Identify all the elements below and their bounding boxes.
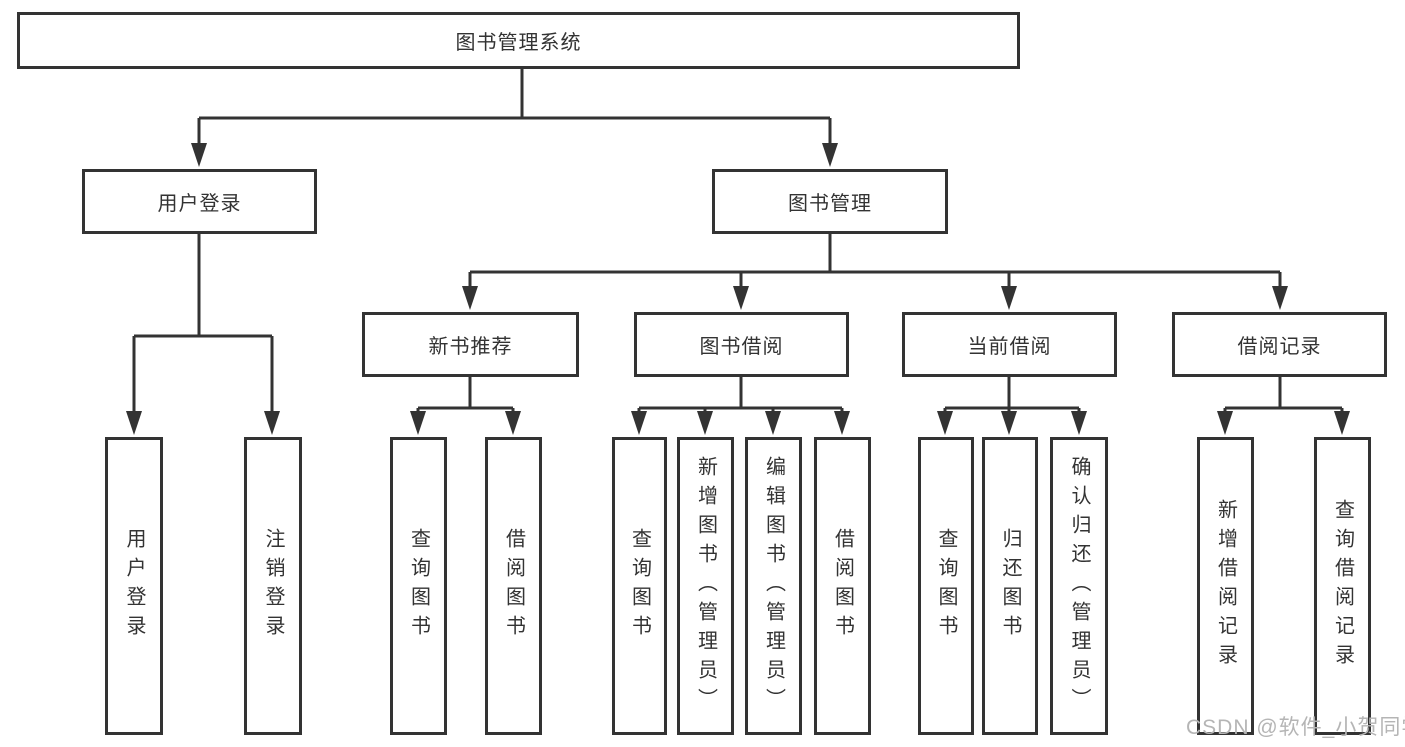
node-label: 图书管理 bbox=[788, 193, 872, 215]
arrowhead bbox=[462, 286, 478, 310]
node-label: 用户登录 bbox=[157, 193, 242, 215]
leaf-borrowing-query-books: 查询图书 bbox=[612, 437, 667, 735]
connector-new-book-subtree bbox=[416, 377, 515, 414]
connector-user-login-subtree bbox=[132, 234, 274, 414]
leaf-logout: 注销登录 bbox=[244, 437, 302, 735]
connector-book-borrow-subtree bbox=[637, 377, 844, 414]
leaf-borrowing-edit-books-admin: 编辑图书（管理员） bbox=[745, 437, 802, 735]
leaf-current-confirm-return-admin: 确认归还（管理员） bbox=[1050, 437, 1108, 735]
arrowhead bbox=[937, 411, 953, 435]
node-label: 注销登录 bbox=[262, 528, 284, 644]
node-label: 归还图书 bbox=[999, 528, 1021, 644]
arrowhead bbox=[1001, 411, 1017, 435]
leaf-recommend-borrow-books: 借阅图书 bbox=[485, 437, 542, 735]
node-new-book-recommend: 新书推荐 bbox=[362, 312, 579, 377]
connector-current-borrow-subtree bbox=[943, 377, 1081, 414]
node-current-borrowing: 当前借阅 bbox=[902, 312, 1117, 377]
node-user-login: 用户登录 bbox=[82, 169, 317, 234]
node-label: 借阅图书 bbox=[831, 528, 854, 644]
arrowhead bbox=[264, 411, 280, 435]
node-label: 新增图书（管理员） bbox=[694, 455, 717, 717]
node-label: 确认归还（管理员） bbox=[1068, 455, 1090, 717]
connector-records-subtree bbox=[1223, 377, 1344, 414]
arrowhead bbox=[1071, 411, 1087, 435]
node-label: 借阅记录 bbox=[1237, 336, 1322, 358]
arrowhead bbox=[733, 286, 749, 310]
leaf-records-add-record: 新增借阅记录 bbox=[1197, 437, 1254, 735]
arrowhead bbox=[410, 411, 426, 435]
leaf-borrowing-borrow-books: 借阅图书 bbox=[814, 437, 871, 735]
node-label: 查询图书 bbox=[935, 528, 957, 644]
arrowhead bbox=[126, 411, 142, 435]
node-label: 查询图书 bbox=[628, 528, 651, 644]
arrowhead bbox=[191, 143, 207, 167]
connector-root-to-level2 bbox=[197, 69, 832, 146]
node-label: 用户登录 bbox=[123, 528, 145, 644]
node-label: 编辑图书（管理员） bbox=[762, 455, 785, 717]
arrowhead bbox=[1001, 286, 1017, 310]
leaf-recommend-query-books: 查询图书 bbox=[390, 437, 447, 735]
connector-book-mgmt-to-level3 bbox=[468, 234, 1282, 289]
node-book-management-system: 图书管理系统 bbox=[17, 12, 1020, 69]
arrowhead bbox=[1272, 286, 1288, 310]
arrowhead bbox=[765, 411, 781, 435]
arrowhead bbox=[1334, 411, 1350, 435]
node-label: 借阅图书 bbox=[502, 528, 525, 644]
node-label: 图书管理系统 bbox=[455, 32, 582, 54]
leaf-current-return-books: 归还图书 bbox=[982, 437, 1038, 735]
node-label: 查询图书 bbox=[407, 528, 430, 644]
arrowhead bbox=[697, 411, 713, 435]
node-label: 当前借阅 bbox=[967, 336, 1052, 358]
arrowhead bbox=[505, 411, 521, 435]
arrowhead bbox=[1217, 411, 1233, 435]
node-book-management: 图书管理 bbox=[712, 169, 948, 234]
leaf-borrowing-add-books-admin: 新增图书（管理员） bbox=[677, 437, 734, 735]
node-label: 新书推荐 bbox=[428, 336, 513, 358]
arrowhead bbox=[834, 411, 850, 435]
node-label: 查询借阅记录 bbox=[1331, 499, 1354, 673]
arrowhead bbox=[822, 143, 838, 167]
leaf-current-query-books: 查询图书 bbox=[918, 437, 974, 735]
node-borrowing-records: 借阅记录 bbox=[1172, 312, 1387, 377]
leaf-user-login: 用户登录 bbox=[105, 437, 163, 735]
node-book-borrowing: 图书借阅 bbox=[634, 312, 849, 377]
node-label: 图书借阅 bbox=[699, 336, 784, 358]
arrowhead bbox=[631, 411, 647, 435]
csdn-watermark: CSDN @软件_小贺同学 bbox=[1186, 716, 1405, 739]
leaf-records-query-record: 查询借阅记录 bbox=[1314, 437, 1371, 735]
node-label: 新增借阅记录 bbox=[1214, 499, 1237, 673]
